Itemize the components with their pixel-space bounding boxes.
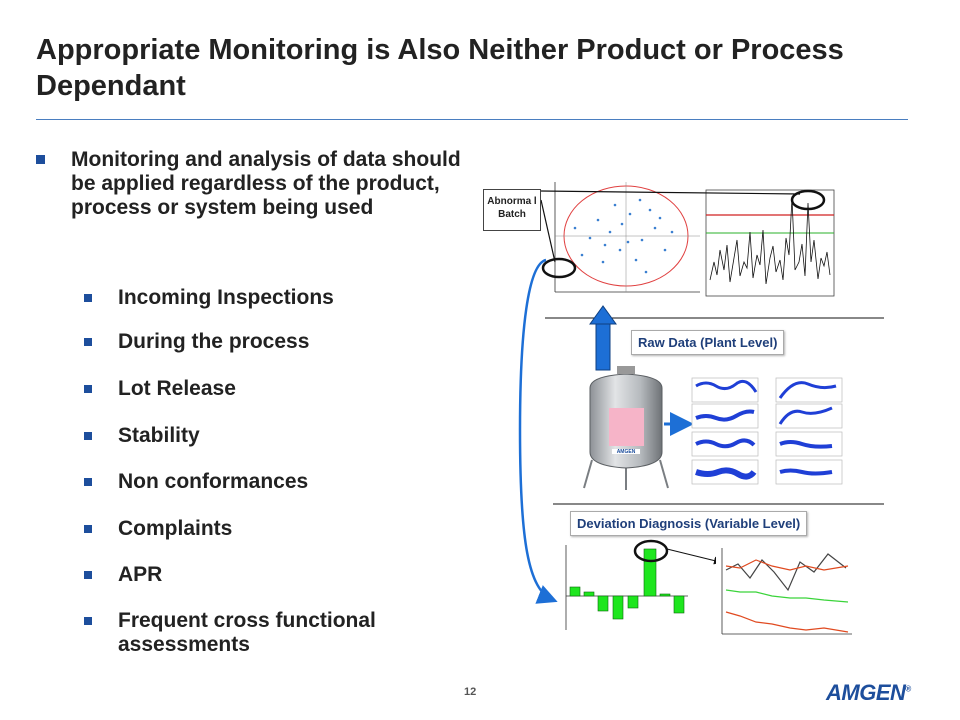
sub-bullet: Complaints <box>84 517 232 541</box>
title-divider <box>36 119 908 120</box>
highlight-circle <box>790 189 826 211</box>
sub-bullet-text: During the process <box>118 330 310 353</box>
page-number: 12 <box>464 686 477 698</box>
variable-traces-grid <box>691 377 843 485</box>
abnormal-batch-label: Abnorma l Batch <box>483 189 541 231</box>
bullet-square-icon <box>84 432 92 440</box>
sub-bullet: Non conformances <box>84 470 308 494</box>
sub-bullet-text: Stability <box>118 424 200 447</box>
sub-bullet: Stability <box>84 424 200 448</box>
slide-title: Appropriate Monitoring is Also Neither P… <box>36 34 844 102</box>
bioreactor-vessel-icon <box>583 366 669 490</box>
bullet-square-icon <box>84 294 92 302</box>
vessel-brand-label: AMGEN <box>616 449 636 455</box>
up-arrow-icon <box>589 305 617 371</box>
variable-line-chart <box>716 542 854 642</box>
sub-bullet: Frequent cross functional assessments <box>84 609 464 657</box>
bullet-square-icon <box>84 525 92 533</box>
highlight-circle <box>541 257 577 279</box>
deviation-diagnosis-label: Deviation Diagnosis (Variable Level) <box>570 511 808 536</box>
feedback-arrow <box>518 258 558 604</box>
sub-bullet-text: APR <box>118 563 163 586</box>
bullet-square-icon <box>36 155 45 164</box>
amgen-logo: AMGEN® <box>826 680 911 705</box>
sub-bullet: During the process <box>84 330 309 354</box>
bullet-square-icon <box>84 338 92 346</box>
main-bullet-text: Monitoring and analysis of data should b… <box>71 148 461 219</box>
connector-line <box>540 199 556 263</box>
sub-bullet: Incoming Inspections <box>84 286 334 310</box>
contribution-bar-chart <box>560 540 690 640</box>
sub-bullet-text: Lot Release <box>118 377 236 400</box>
sub-bullet: APR <box>84 563 162 587</box>
sub-bullet-text: Incoming Inspections <box>118 286 334 309</box>
score-scatter-plot <box>540 178 702 298</box>
main-bullet: Monitoring and analysis of data should b… <box>36 148 466 220</box>
connector-line <box>540 190 801 195</box>
sub-bullet: Lot Release <box>84 377 236 401</box>
bullet-square-icon <box>84 617 92 625</box>
connector-arrow <box>666 548 722 565</box>
bullet-square-icon <box>84 571 92 579</box>
control-chart <box>705 189 835 297</box>
raw-data-label: Raw Data (Plant Level) <box>631 330 785 355</box>
sub-bullet-text: Complaints <box>118 517 233 540</box>
sub-bullet-text: Non conformances <box>118 470 309 493</box>
bullet-square-icon <box>84 385 92 393</box>
bullet-square-icon <box>84 478 92 486</box>
highlight-circle <box>633 539 669 563</box>
sub-bullet-text: Frequent cross functional assessments <box>118 609 376 656</box>
